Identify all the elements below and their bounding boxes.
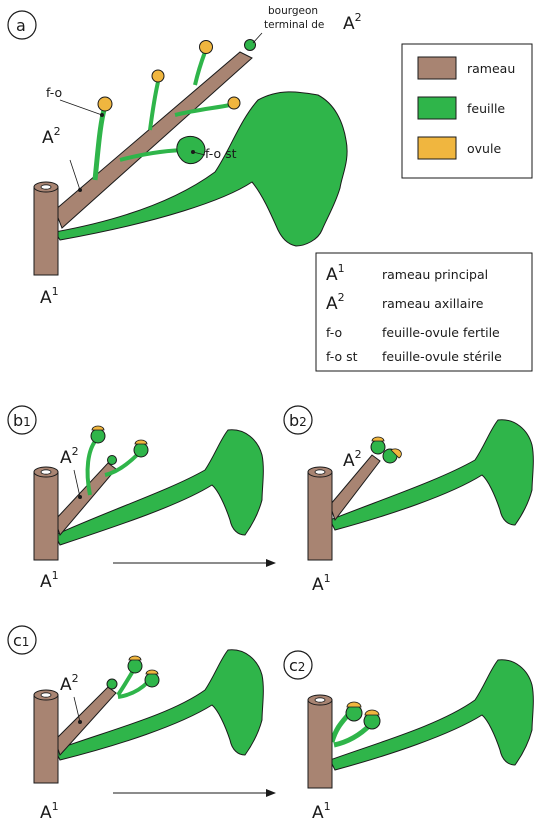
panel-a: a A1 A2 f-o f-o st <box>8 5 362 308</box>
term-fo-desc: feuille-ovule fertile <box>382 325 500 340</box>
label-fost: f-o st <box>205 146 237 161</box>
panel-b2-label: b2 <box>289 411 307 430</box>
b1-ovule-2 <box>134 443 148 457</box>
term-a2-desc: rameau axillaire <box>382 296 484 311</box>
b1-ovule-1-cap <box>92 426 104 430</box>
pointer-a2-dot <box>78 188 82 192</box>
term-a1-desc: rameau principal <box>382 267 488 282</box>
main-branch <box>34 187 58 275</box>
terms-legend: A1 rameau principal A2 rameau axillaire … <box>316 253 532 371</box>
swatch-rameau <box>418 57 456 79</box>
ovule-fo <box>98 97 112 111</box>
b2-main-pith <box>315 470 325 474</box>
b1-terminal-bud <box>108 456 117 465</box>
b2-label-a2: A2 <box>343 448 362 471</box>
c2-main-pith <box>315 698 325 702</box>
panel-b2: b2 A2 A1 <box>284 406 533 595</box>
color-legend: rameau feuille ovule <box>402 44 532 178</box>
legend-rameau: rameau <box>467 61 515 76</box>
label-bud-a2: A2 <box>343 11 362 34</box>
b1-pointer-a2-dot <box>78 495 82 499</box>
panel-c2-label: c2 <box>289 656 305 675</box>
c2-stalk-1 <box>332 715 348 742</box>
b2-ovule-1-cap <box>372 437 384 441</box>
b1-label-a1: A1 <box>40 569 59 592</box>
c1-ovule-1-cap <box>129 656 141 660</box>
c1-ovule-1 <box>128 659 142 673</box>
b2-label-a1: A1 <box>312 572 331 595</box>
b2-main-branch <box>308 472 332 560</box>
term-fo-symbol: f-o <box>326 325 342 340</box>
pointer-fost-dot <box>191 150 195 154</box>
c2-ovule-2-cap <box>365 710 379 715</box>
b1-ovule-1 <box>91 429 105 443</box>
panel-a-label: a <box>16 16 26 35</box>
term-fost-symbol: f-o st <box>326 349 358 364</box>
terminal-bud <box>245 40 256 51</box>
b1-main-branch <box>34 472 58 560</box>
label-fo: f-o <box>46 85 62 100</box>
b2-ovule-1 <box>371 440 385 454</box>
label-bud-1: bourgeon <box>268 5 318 17</box>
c1-label-a1: A1 <box>40 800 59 823</box>
label-bud-2: terminal de <box>264 19 324 31</box>
c1-ovule-2 <box>145 673 159 687</box>
swatch-feuille <box>418 97 456 119</box>
c2-label-a1: A1 <box>312 800 331 823</box>
c1-pointer-a2-dot <box>78 720 82 724</box>
ovule-3 <box>228 97 240 109</box>
c1-ovule-2-cap <box>146 670 158 674</box>
b1-ovule-2-cap <box>135 440 147 444</box>
ovule-1 <box>152 70 164 82</box>
b1-label-a2: A2 <box>60 445 79 468</box>
label-a2: A2 <box>42 125 61 148</box>
panel-c2: c2 A1 <box>284 651 533 823</box>
sterile-fo <box>177 136 205 163</box>
panel-b1: b1 A2 A1 <box>8 406 263 592</box>
b1-main-pith <box>41 470 51 474</box>
c1-leaf <box>55 650 263 760</box>
c2-ovule-1-cap <box>347 702 361 707</box>
c1-terminal-bud <box>107 679 117 689</box>
c1-label-a2: A2 <box>60 672 79 695</box>
legend-feuille: feuille <box>467 101 505 116</box>
term-fost-desc: feuille-ovule stérile <box>382 349 502 364</box>
c2-main-branch <box>308 700 332 788</box>
pointer-bud <box>253 33 262 43</box>
pointer-a2 <box>70 160 80 190</box>
b1-pointer-a2 <box>74 470 80 497</box>
leaf-blade <box>55 92 347 246</box>
main-branch-pith <box>41 185 51 189</box>
panel-b1-label: b1 <box>13 411 31 430</box>
pointer-fo-dot <box>100 113 104 117</box>
stalk-2 <box>195 52 205 85</box>
c1-main-branch <box>34 695 58 783</box>
pointer-fo <box>60 100 102 115</box>
c1-main-pith <box>41 693 51 697</box>
ovule-2 <box>200 41 213 54</box>
swatch-ovule <box>418 137 456 159</box>
label-a1-main: A1 <box>40 285 59 308</box>
legend-ovule: ovule <box>467 141 501 156</box>
panel-c1-label: c1 <box>13 631 29 650</box>
